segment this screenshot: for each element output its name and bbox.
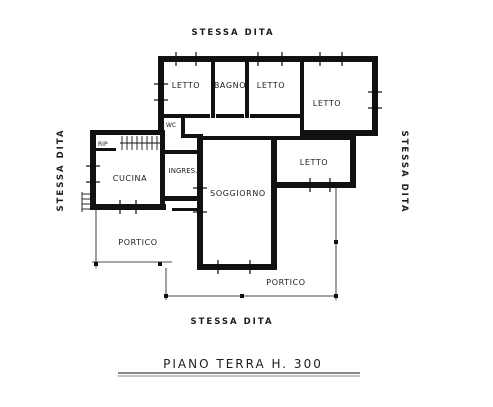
room-label-rip: RIP	[98, 141, 108, 148]
room-label-ingresso: INGRES.	[169, 167, 198, 175]
stair-steps	[120, 136, 160, 150]
neighbor-label-left: STESSA DITA	[56, 128, 66, 211]
neighbor-label-top: STESSA DITA	[191, 28, 274, 38]
portico-lines	[92, 188, 338, 300]
room-label-cucina: CUCINA	[113, 174, 147, 183]
room-label-bagno: BAGNO	[214, 81, 246, 90]
room-label-portico-bottom: PORTICO	[266, 278, 305, 287]
room-label-letto-4: LETTO	[300, 158, 328, 167]
room-label-portico-left: PORTICO	[118, 238, 157, 247]
walls	[90, 56, 378, 270]
room-label-letto-1: LETTO	[172, 81, 200, 90]
room-label-soggiorno: SOGGIORNO	[210, 189, 266, 198]
room-label-letto-3: LETTO	[313, 99, 341, 108]
entrance-steps	[81, 192, 90, 212]
room-label-wc: WC	[166, 122, 176, 129]
window-marks	[86, 52, 382, 274]
neighbor-label-bottom: STESSA DITA	[190, 317, 273, 327]
plan-title: PIANO TERRA H. 300	[163, 357, 323, 371]
room-label-letto-2: LETTO	[257, 81, 285, 90]
neighbor-label-right: STESSA DITA	[399, 130, 409, 213]
